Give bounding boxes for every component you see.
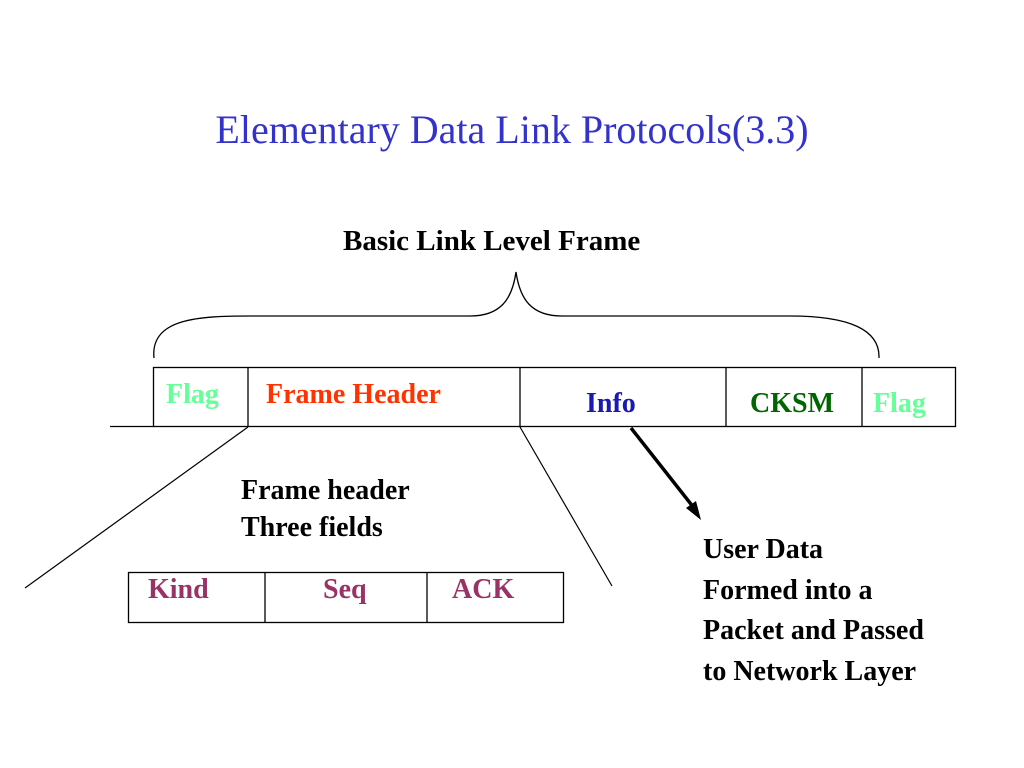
header-fields-box — [127, 571, 565, 624]
note-line: Three fields — [241, 512, 383, 543]
note-line: User Data — [703, 534, 824, 565]
frame-field-info: Info — [586, 388, 636, 419]
expansion-line-right — [519, 426, 613, 587]
frame-title: Basic Link Level Frame — [343, 225, 641, 257]
frame-header-note: Frame header Three fields — [241, 472, 410, 546]
info-arrowhead — [686, 501, 701, 520]
note-line: to Network Layer — [703, 656, 917, 688]
user-data-note: User Data Formed into a Packet and Passe… — [703, 530, 924, 693]
frame-box — [152, 366, 957, 428]
frame-field-flag-end: Flag — [873, 388, 926, 419]
slide-title: Elementary Data Link Protocols(3.3) — [215, 107, 809, 152]
frame-field-checksum: CKSM — [750, 388, 834, 419]
expansion-line-left — [24, 426, 249, 589]
header-field-ack: ACK — [452, 574, 515, 605]
note-line: Frame header — [241, 475, 410, 506]
note-line: Packet and Passed — [703, 615, 924, 647]
header-field-kind: Kind — [148, 574, 209, 605]
frame-field-flag-start: Flag — [166, 379, 219, 410]
info-arrow — [629, 426, 696, 510]
header-field-seq: Seq — [323, 574, 367, 605]
note-line: Formed into a — [703, 574, 873, 606]
frame-brace — [153, 271, 880, 359]
frame-field-header: Frame Header — [266, 379, 441, 410]
